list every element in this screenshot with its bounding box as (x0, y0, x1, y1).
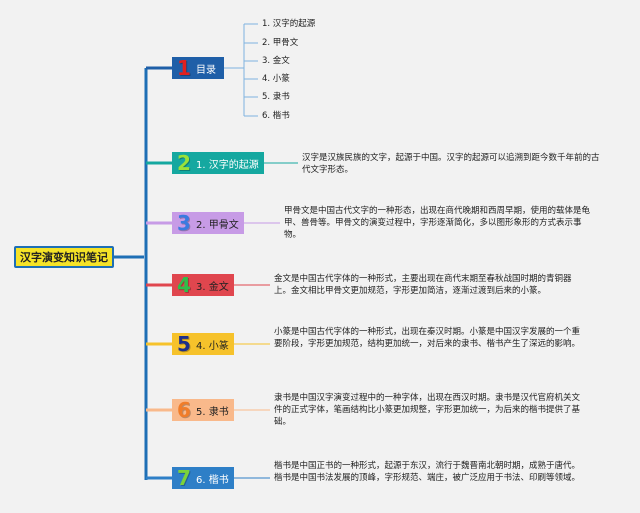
branch-seal[interactable]: 5 4. 小篆 (172, 333, 234, 355)
desc-clerical: 隶书是中国汉字演变过程中的一种字体，出现在西汉时期。隶书是汉代官府机关文件的正式… (274, 393, 581, 427)
branch-number: 4 (177, 273, 191, 297)
branch-oracle[interactable]: 3 2. 甲骨文 (172, 212, 244, 234)
branch-bronze[interactable]: 4 3. 金文 (172, 274, 234, 296)
branch-label: 6. 楷书 (196, 474, 229, 486)
branch-clerical[interactable]: 6 5. 隶书 (172, 399, 234, 421)
branch-number: 6 (177, 398, 191, 422)
desc-oracle: 甲骨文是中国古代文字的一种形态，出现在商代晚期和西周早期，使用的载体是龟甲、兽骨… (284, 206, 591, 240)
desc-seal: 小篆是中国古代字体的一种形式，出现在秦汉时期。小篆是中国汉字发展的一个重要阶段，… (274, 327, 581, 349)
toc-item-6[interactable]: 6. 楷书 (262, 111, 290, 121)
branch-number: 5 (177, 332, 191, 356)
branch-number: 2 (177, 151, 191, 175)
branch-label: 5. 隶书 (196, 406, 229, 418)
branch-label: 3. 金文 (196, 281, 229, 293)
branch-regular[interactable]: 7 6. 楷书 (172, 467, 234, 489)
branch-number: 1 (177, 56, 191, 80)
branch-number: 3 (177, 211, 191, 235)
desc-bronze: 金文是中国古代字体的一种形式，主要出现在商代末期至春秋战国时期的青铜器上。金文相… (274, 274, 572, 296)
branch-label: 2. 甲骨文 (196, 219, 239, 231)
toc-item-5[interactable]: 5. 隶书 (262, 92, 290, 102)
root-topic[interactable]: 汉字演变知识笔记 (14, 246, 114, 268)
toc-item-3[interactable]: 3. 金文 (262, 56, 290, 66)
toc-item-1[interactable]: 1. 汉字的起源 (262, 19, 316, 29)
desc-origin: 汉字是汉族民族的文字，起源于中国。汉字的起源可以追溯到距今数千年前的古代文字形态… (302, 153, 600, 175)
branch-toc[interactable]: 1 目录 (172, 57, 224, 79)
branch-origin[interactable]: 2 1. 汉字的起源 (172, 152, 264, 174)
branch-number: 7 (177, 466, 191, 490)
branch-label: 4. 小篆 (196, 340, 229, 352)
branch-label: 目录 (196, 64, 216, 76)
desc-regular: 楷书是中国正书的一种形式，起源于东汉，流行于魏晋南北朝时期，成熟于唐代。楷书是中… (274, 461, 581, 483)
toc-item-2[interactable]: 2. 甲骨文 (262, 38, 299, 48)
branch-label: 1. 汉字的起源 (196, 159, 259, 171)
toc-item-4[interactable]: 4. 小篆 (262, 74, 290, 84)
